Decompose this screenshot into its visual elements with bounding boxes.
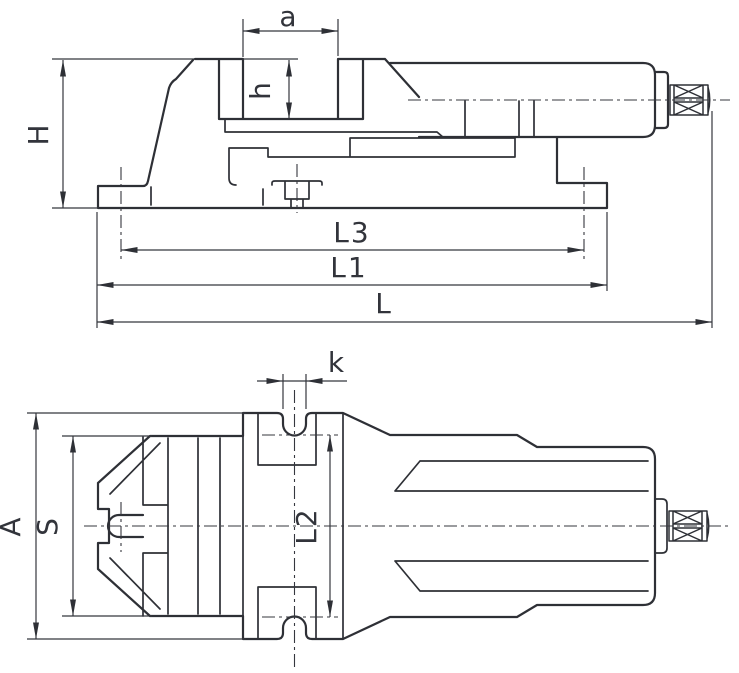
arrowhead: [306, 378, 323, 384]
arrowhead: [33, 622, 39, 639]
dim-label-a: a: [279, 0, 298, 33]
arrowhead: [327, 600, 333, 617]
arrowhead: [243, 28, 260, 34]
top-view: k A S L2: [0, 346, 728, 668]
arrowhead: [286, 102, 292, 119]
arrowhead: [321, 28, 338, 34]
side-centerlines: [120, 99, 730, 259]
side-dimension-lines: [62, 30, 712, 323]
dimension-arrowheads: [33, 28, 712, 639]
side-view: a h H L3 L1 L: [22, 0, 730, 328]
top-extension-lines: [27, 374, 307, 640]
side-body-outline: [96, 57, 670, 210]
side-body-details: [150, 100, 535, 209]
arrowhead: [97, 282, 114, 288]
dim-label-A: A: [0, 515, 27, 536]
dim-label-h: h: [244, 80, 277, 100]
arrowhead: [60, 60, 66, 77]
dim-label-L: L: [375, 287, 393, 320]
arrowhead: [590, 282, 607, 288]
top-dimension-lines: [35, 380, 347, 639]
dim-label-L3: L3: [333, 216, 370, 249]
arrowhead: [60, 191, 66, 208]
arrowhead: [33, 413, 39, 430]
arrowhead: [121, 247, 138, 253]
arrowhead: [327, 435, 333, 452]
arrowhead: [695, 319, 712, 325]
arrowhead: [286, 60, 292, 77]
top-centerlines: [84, 390, 728, 668]
arrowhead: [97, 319, 114, 325]
arrowhead: [70, 599, 76, 616]
side-extension-lines: [52, 19, 713, 328]
dim-label-S: S: [31, 516, 64, 536]
arrowhead: [266, 378, 283, 384]
arrowhead: [70, 436, 76, 453]
arrowhead: [567, 247, 584, 253]
dim-label-L2: L2: [290, 507, 323, 544]
dim-label-L1: L1: [330, 251, 367, 284]
dim-label-H: H: [22, 122, 55, 145]
dim-label-k: k: [328, 346, 346, 379]
